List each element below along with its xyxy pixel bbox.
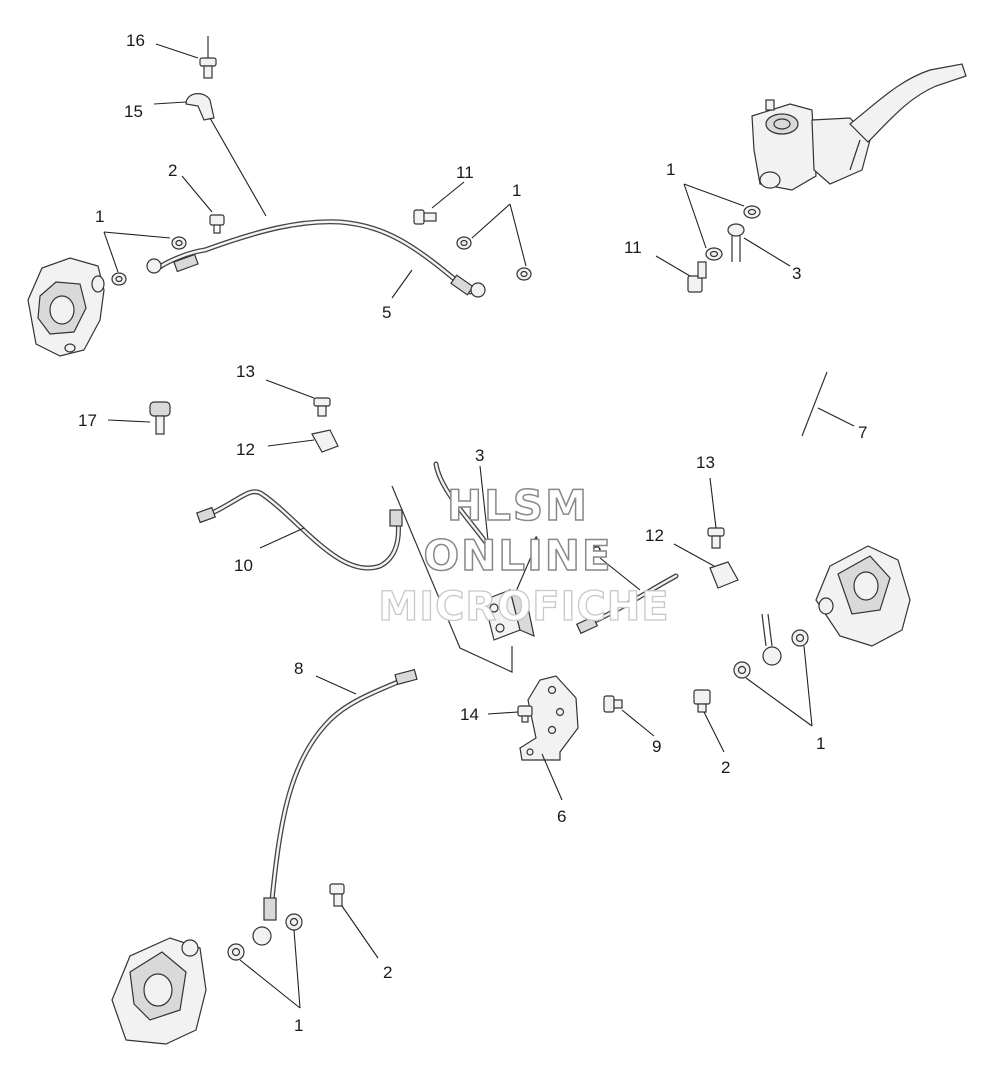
callout-11-right: 11	[624, 238, 642, 257]
front-left-caliper	[27, 257, 105, 357]
callout-1-bottom: 1	[294, 1016, 303, 1035]
bolt-14	[517, 705, 533, 723]
callout-12-right: 12	[645, 526, 664, 545]
callout-5: 5	[382, 303, 391, 322]
callout-13-right: 13	[696, 453, 715, 472]
washer-1-topmid-a	[456, 236, 472, 250]
washer-1-bottom-a	[227, 943, 245, 961]
callout-2-top: 2	[168, 161, 177, 180]
washer-1-topmid-b	[516, 267, 532, 281]
watermark: HLSM ONLINE MICROFICHE	[378, 480, 670, 630]
screw-16	[199, 57, 217, 79]
clamp-12-left	[311, 429, 339, 453]
callout-9: 9	[652, 737, 661, 756]
callout-1-topright: 1	[666, 160, 675, 179]
banjo-fitting-bottom	[252, 926, 272, 946]
callout-3-center: 3	[475, 446, 484, 465]
callout-8-left: 8	[294, 659, 303, 678]
banjo-bolt-2-bottom	[329, 883, 345, 907]
washer-1-topleft-b	[171, 236, 187, 250]
banjo-bolt-2-top	[209, 214, 225, 234]
brake-line-8-center	[575, 573, 679, 635]
screw-7	[801, 371, 828, 437]
callout-16: 16	[126, 31, 145, 50]
callout-1-right: 1	[816, 734, 825, 753]
callout-1-topleft: 1	[95, 207, 104, 226]
banjo-fitting-3-center	[433, 461, 493, 551]
brake-hose-10	[196, 489, 403, 571]
washer-1-topleft-a	[111, 272, 127, 286]
callout-14: 14	[460, 705, 479, 724]
callout-13-left: 13	[236, 362, 255, 381]
screw-9	[603, 695, 623, 713]
screw-13-right	[707, 527, 725, 549]
front-right-caliper	[815, 545, 911, 647]
brake-line-8-left	[263, 668, 418, 921]
banjo-fitting-right	[761, 613, 782, 666]
rear-caliper	[111, 937, 207, 1045]
callout-10: 10	[234, 556, 253, 575]
washer-1-topright-b	[705, 247, 723, 261]
screw-13-left	[313, 397, 331, 417]
watermark-line-2: ONLINE	[423, 531, 612, 580]
callout-7: 7	[858, 423, 867, 442]
watermark-line-1: HLSM	[447, 481, 589, 530]
washer-1-topright-a	[743, 205, 761, 219]
bracket-6	[519, 675, 579, 761]
washer-1-bottom-b	[285, 913, 303, 931]
banjo-bolt-2-right	[693, 689, 711, 713]
master-cylinder-assembly	[751, 63, 967, 191]
callout-8-center: 8	[592, 538, 601, 557]
brake-hose-5	[146, 219, 486, 298]
hose-route-line	[391, 485, 513, 673]
watermark-line-3: MICROFICHE	[378, 584, 669, 630]
leader-lines	[103, 36, 855, 1009]
callout-17: 17	[78, 411, 97, 430]
clamp-17	[149, 401, 171, 435]
washer-1-right-b	[791, 629, 809, 647]
callout-2-bottom: 2	[383, 963, 392, 982]
callout-4: 4	[530, 533, 539, 552]
banjo-fitting-3-right	[727, 223, 745, 262]
callout-labels: 16 15 2 1 11 1 5 1 11 3 13 17 12 7 3 4 8…	[78, 31, 867, 1035]
callout-15: 15	[124, 102, 143, 121]
clamp-12-right	[709, 561, 739, 589]
callout-11-mid: 11	[456, 163, 474, 182]
washer-1-right-a	[733, 661, 751, 679]
callout-12-left: 12	[236, 440, 255, 459]
banjo-bolt-11-right	[687, 261, 707, 293]
clamp-15	[185, 93, 215, 121]
callout-2-right: 2	[721, 758, 730, 777]
callout-6: 6	[557, 807, 566, 826]
junction-block-4	[483, 588, 535, 641]
banjo-bolt-11-mid	[413, 209, 437, 225]
callout-1-topmid: 1	[512, 181, 521, 200]
callout-3-right: 3	[792, 264, 801, 283]
